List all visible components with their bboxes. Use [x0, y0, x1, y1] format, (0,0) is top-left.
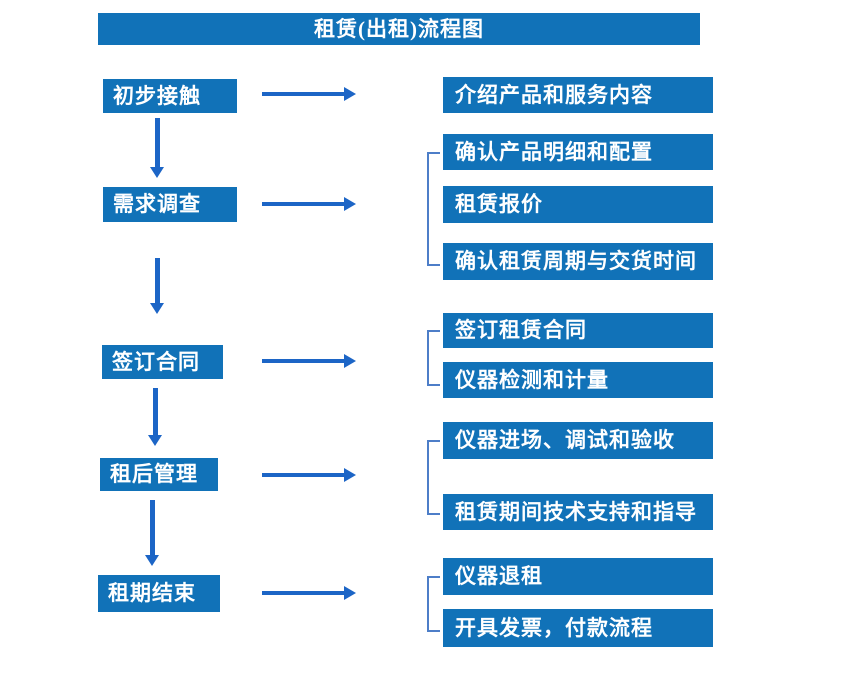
detail-box-invoice-payment: 开具发票，付款流程	[443, 609, 713, 647]
detail-box-confirm-product-config: 确认产品明细和配置	[443, 134, 713, 170]
detail-box-confirm-period-delivery: 确认租赁周期与交货时间	[443, 243, 713, 280]
detail-box-instrument-setup-acceptance: 仪器进场、调试和验收	[443, 422, 713, 459]
detail-box-tech-support: 租赁期间技术支持和指导	[443, 494, 713, 530]
bracket-connector	[427, 152, 440, 266]
arrow-down-icon	[145, 500, 159, 566]
arrow-down-icon	[150, 258, 164, 314]
bracket-connector	[427, 440, 440, 515]
detail-box-rental-quotation: 租赁报价	[443, 186, 713, 223]
arrow-right-icon	[262, 87, 356, 101]
arrow-right-icon	[262, 586, 356, 600]
step-box-lease-end: 租期结束	[98, 575, 220, 612]
detail-box-sign-rental-contract: 签订租赁合同	[443, 313, 713, 348]
bracket-connector	[427, 576, 440, 632]
flowchart-title: 租赁(出租)流程图	[98, 13, 700, 45]
detail-box-instrument-inspection: 仪器检测和计量	[443, 362, 713, 398]
step-box-initial-contact: 初步接触	[103, 79, 237, 113]
step-box-post-rental-management: 租后管理	[100, 458, 218, 491]
step-box-demand-survey: 需求调查	[103, 187, 237, 222]
arrow-down-icon	[150, 118, 164, 178]
detail-box-introduce-products: 介绍产品和服务内容	[443, 77, 713, 113]
arrow-right-icon	[262, 354, 356, 368]
arrow-down-icon	[148, 388, 162, 446]
bracket-connector	[427, 330, 440, 386]
arrow-right-icon	[262, 468, 356, 482]
arrow-right-icon	[262, 197, 356, 211]
detail-box-instrument-return: 仪器退租	[443, 558, 713, 595]
step-box-sign-contract: 签订合同	[102, 345, 223, 379]
